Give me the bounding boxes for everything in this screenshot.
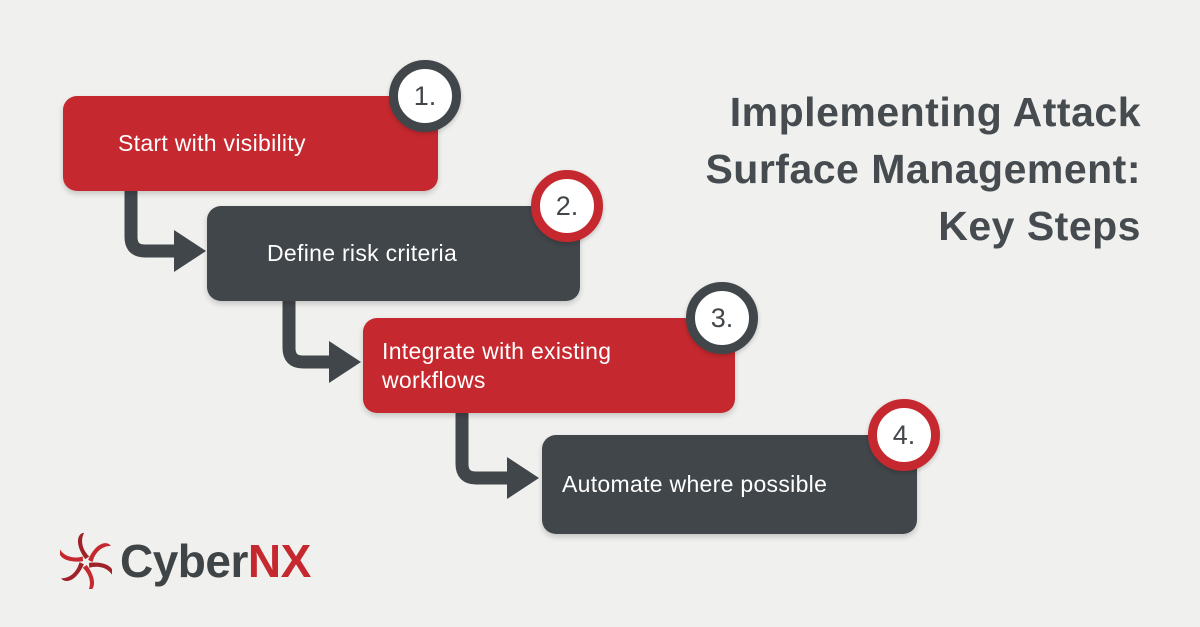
- step-2-number-badge: 2.: [531, 170, 603, 242]
- logo-wordmark: CyberNX: [120, 533, 311, 589]
- step-box-4: Automate where possible 4.: [542, 399, 940, 534]
- step-2-label: Define risk criteria: [267, 240, 458, 266]
- step-box-2: Define risk criteria 2.: [207, 170, 603, 301]
- flow-arrow-3: [455, 410, 539, 499]
- step-1-number: 1.: [413, 80, 437, 111]
- step-4-number: 4.: [892, 419, 916, 450]
- step-3-label: Integrate with existing workflows: [382, 337, 612, 393]
- step-3-number-badge: 3.: [686, 282, 758, 354]
- step-4-number-badge: 4.: [868, 399, 940, 471]
- swirl-icon: [60, 533, 112, 589]
- flow-arrow-1: [124, 186, 206, 272]
- logo-text-accent: NX: [247, 535, 311, 587]
- step-1-number-badge: 1.: [389, 60, 461, 132]
- flow-arrow-2: [282, 297, 361, 383]
- page-title-line-1: Implementing Attack: [729, 89, 1141, 135]
- step-3-number: 3.: [710, 302, 734, 333]
- page-title-line-3: Key Steps: [938, 203, 1141, 249]
- step-box-3: Integrate with existing workflows 3.: [363, 282, 758, 413]
- page-title: Implementing Attack Surface Management: …: [581, 84, 1141, 255]
- step-box-1: Start with visibility 1.: [63, 60, 461, 191]
- cybernx-logo: CyberNX: [60, 533, 311, 589]
- page-title-line-2: Surface Management:: [705, 146, 1141, 192]
- step-2-number: 2.: [555, 190, 579, 221]
- step-1-label: Start with visibility: [118, 130, 306, 156]
- logo-text-primary: Cyber: [120, 535, 248, 587]
- step-4-label: Automate where possible: [562, 471, 828, 497]
